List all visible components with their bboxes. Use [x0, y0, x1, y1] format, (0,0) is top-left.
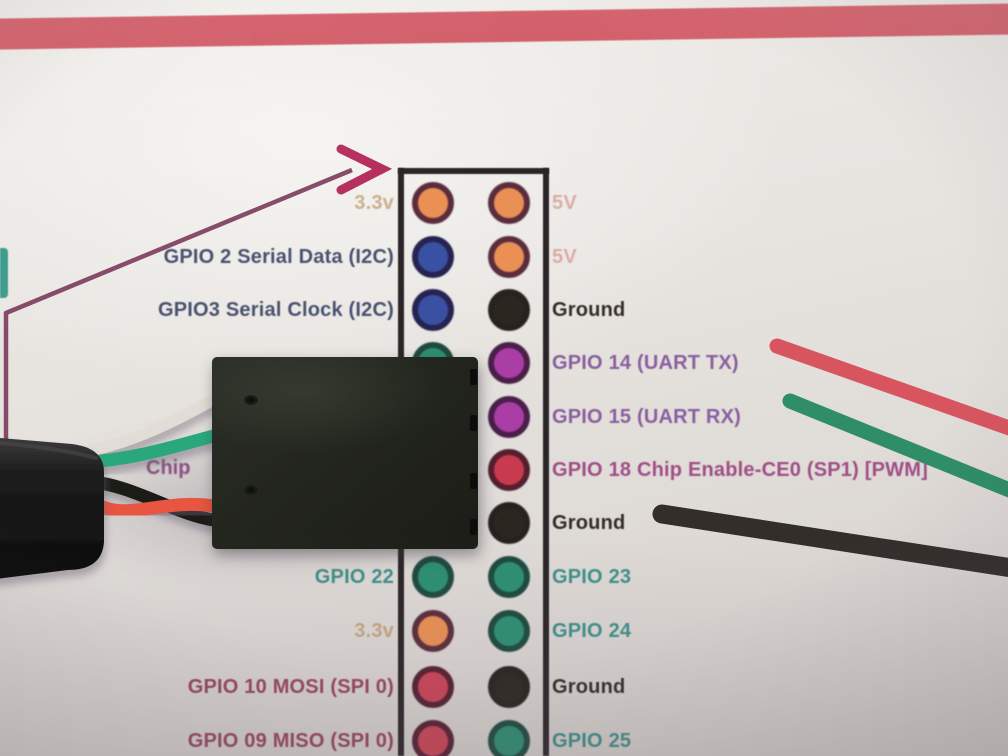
- pin-right: [488, 502, 530, 544]
- pin-right: [488, 396, 530, 438]
- connector-slot: [470, 473, 477, 489]
- pin-label-right: GPIO 15 (UART RX): [552, 406, 741, 428]
- pin-right: [488, 556, 530, 598]
- pin-label-right: Ground: [552, 299, 626, 321]
- pin-left: [412, 666, 454, 708]
- pin-right: [488, 449, 530, 491]
- dupont-connector: [212, 357, 478, 549]
- pin-right: [488, 666, 530, 708]
- pin-left: [412, 610, 454, 652]
- pin-label-right: GPIO 23: [552, 566, 632, 588]
- pin-left: [412, 236, 454, 278]
- pin-label-left: GPIO 09 MISO (SPI 0): [187, 730, 394, 752]
- pin-label-right: GPIO 18 Chip Enable-CE0 (SP1) [PWM]: [552, 459, 928, 481]
- pin-right: [488, 342, 530, 384]
- pin-left: [412, 556, 454, 598]
- pin-right: [488, 289, 530, 331]
- connector-dimple: [244, 395, 258, 405]
- pin-right: [488, 610, 530, 652]
- connector-slot: [470, 369, 477, 385]
- pin-label-left: 3.3v: [354, 620, 394, 642]
- connector-slot: [470, 415, 477, 431]
- pin-label-right: GPIO 25: [552, 730, 632, 752]
- pin-right: [488, 236, 530, 278]
- pin-label-right: GPIO 14 (UART TX): [552, 352, 739, 374]
- header-box-right-border: [543, 168, 549, 756]
- pin-label-left: GPIO 22: [0, 564, 394, 590]
- pin-left: [412, 720, 454, 756]
- pin-label-left: GPIO3 Serial Clock (I2C): [158, 299, 394, 321]
- pin-label-right: GPIO 24: [552, 620, 632, 642]
- connector-slot: [470, 519, 477, 535]
- pin-left: [412, 182, 454, 224]
- pin-right: [488, 182, 530, 224]
- pin-label-right: Ground: [552, 512, 626, 534]
- header-box-top-border: [398, 168, 549, 174]
- pin-label-right: Ground: [552, 676, 626, 698]
- pin-label-left: GPIO 2 Serial Data (I2C): [163, 246, 394, 268]
- pin-label-right: 5V: [552, 246, 577, 268]
- pin-label-right: 5V: [552, 192, 577, 214]
- pin-label-left: 3.3v: [354, 192, 394, 214]
- pin-right: [488, 720, 530, 756]
- pin-label-left: GPIO 10 MOSI (SPI 0): [187, 676, 394, 698]
- pin-left: [412, 289, 454, 331]
- connector-dimple: [244, 485, 258, 495]
